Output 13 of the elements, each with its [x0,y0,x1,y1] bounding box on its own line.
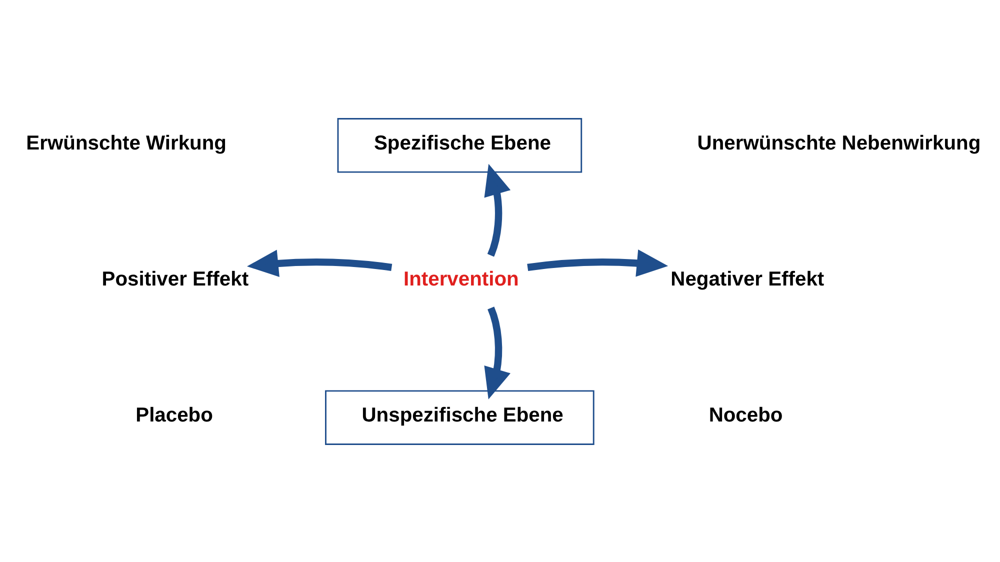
label: Erwünschte Wirkung [26,132,226,154]
arrow [484,306,510,399]
node-box: Unspezifische Ebene [325,390,594,444]
arrow [246,249,392,277]
label: Nocebo [708,404,783,426]
arrow [484,163,511,256]
node-text: Intervention [404,268,519,290]
node-text: Negativer Effekt [670,268,824,290]
arrow [527,249,668,276]
node-box: Spezifische Ebene [337,118,582,172]
label: Placebo [136,404,213,426]
label: Unerwünschte Nebenwirkung [697,132,981,154]
node-text: Positiver Effekt [102,268,249,290]
